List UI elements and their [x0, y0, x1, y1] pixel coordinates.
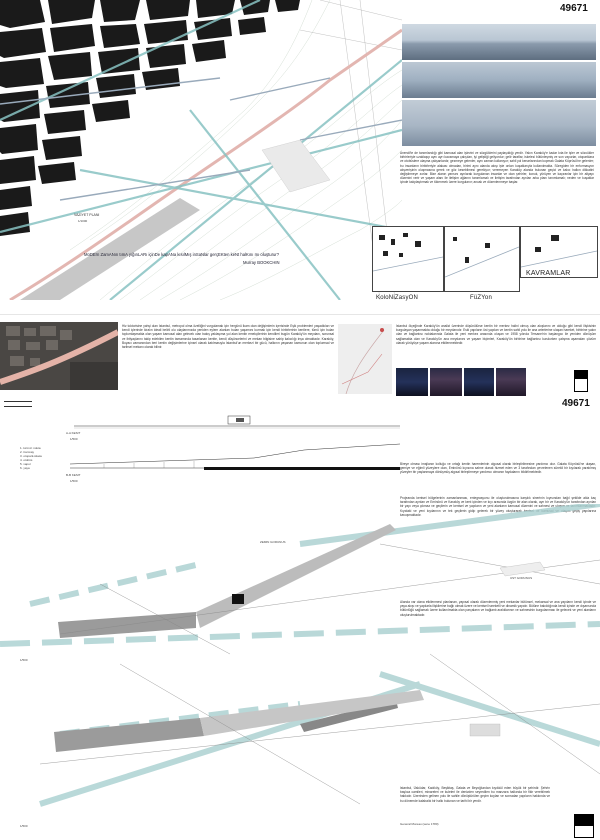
- istanbul-route-map: [338, 324, 392, 394]
- sheet-bottom: Hiz toktorisine yahşi olan İstanbul, met…: [0, 318, 600, 840]
- legend-item: 5. vapur: [20, 462, 31, 466]
- map-scale: 1/1000: [78, 219, 88, 223]
- legend-item: 1. kırmızı nokta: [20, 446, 41, 450]
- night-photo-1: [396, 368, 428, 396]
- render-photo-3: [402, 100, 596, 146]
- section-legend: 1. kırmızı nokta 2. tramvay 3. otopark-i…: [20, 446, 60, 470]
- site-plan-map: [0, 0, 402, 300]
- plan-scale: 1/500: [20, 658, 28, 662]
- analysis-text-right: İstanbul ölçeğinde Karaköy'ün analizi üz…: [396, 324, 596, 345]
- render-photo-2: [402, 62, 596, 98]
- section-b-label: B-B KESIT: [66, 473, 81, 477]
- render-photo-1: [402, 24, 596, 60]
- inset-box-concepts: [520, 226, 598, 278]
- project-text-mid: Projeanda kentsel bölgelerinin zamanlanm…: [400, 496, 596, 517]
- page-number: 49671: [560, 3, 588, 14]
- section-b-scale: 1/500: [70, 479, 78, 483]
- quote-author: Murray BOOKCHIN: [243, 260, 280, 265]
- page-number-2: 49671: [562, 398, 590, 409]
- aerial-map-karakoy: [0, 322, 118, 390]
- north-label: 1/500: [20, 824, 28, 828]
- citation: General Moreau (sene 1780): [400, 822, 439, 826]
- quote-line: MoDErn ZamANın tımA yığınLARı içinDe kap…: [84, 252, 280, 257]
- night-photo-3: [464, 368, 494, 396]
- inset-label-fusion: FüZYon: [470, 295, 492, 301]
- section-key-lines: [4, 396, 36, 407]
- section-drawings: [69, 415, 400, 470]
- plan-drawings: [0, 504, 600, 807]
- legend-item: 4. otobüs: [20, 458, 33, 462]
- sheet-divider: [0, 314, 600, 315]
- section-a-scale: 1/500: [70, 437, 78, 441]
- intro-text: Anendi'te de tanımlandığı gibi kamusal a…: [400, 151, 594, 185]
- closing-text: İstanbul, Üsküdar, Kadıköy, Beşiktaş, Ga…: [400, 786, 550, 803]
- diagram-box: [574, 370, 588, 392]
- night-photo-4: [496, 368, 526, 396]
- north-box: [574, 814, 594, 838]
- legend-item: 6. yaya: [20, 466, 30, 470]
- inset-label-concepts: KAVRAMLAR: [526, 270, 571, 277]
- plan-label-top: UST GORUNUS: [510, 576, 533, 580]
- legend-item: 2. tramvay: [20, 450, 35, 454]
- night-photo-2: [430, 368, 462, 396]
- section-a-label: A-A KESIT: [66, 431, 81, 435]
- legend-item: 3. otopark-iskele: [20, 454, 43, 458]
- inset-box-fusion: [444, 226, 520, 292]
- section-text-right: Bireye olması imajlanın kolluğu ve ortağ…: [400, 462, 596, 475]
- inset-map-fusion: [445, 237, 519, 278]
- plan-text-right: Alanda var olana etkilenmesi planlanan, …: [400, 600, 596, 617]
- plan-label-ground: ZEMIN GORUNUS: [260, 540, 286, 544]
- inset-label-colonization: KoloNiZasyON: [376, 295, 419, 301]
- analysis-text-left: Hiz toktorisine yahşi olan İstanbul, met…: [122, 324, 334, 350]
- inset-map-colonization: [373, 233, 443, 272]
- inset-box-colonization: [372, 226, 444, 292]
- map-label: VAZIYET PLANI: [74, 213, 100, 217]
- inset-map-concepts: [521, 235, 597, 268]
- sheet-top: VAZIYET PLANI 1/1000 MoDErn ZamANın tımA…: [0, 0, 600, 312]
